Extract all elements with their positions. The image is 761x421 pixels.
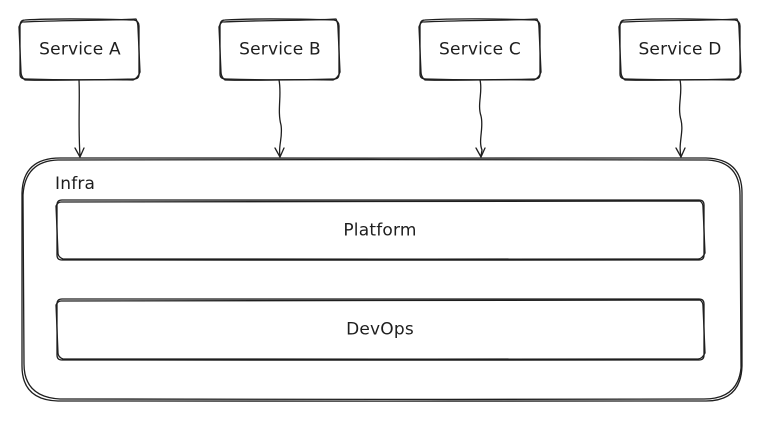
service-box-d (618, 18, 742, 81)
arrow-d-to-infra (675, 79, 686, 158)
service-d-label: Service D (638, 39, 722, 60)
platform-label: Platform (343, 220, 417, 241)
service-c-label: Service C (439, 39, 521, 60)
infra-container (21, 157, 743, 402)
service-box-b (218, 18, 341, 81)
service-a-label: Service A (39, 39, 121, 60)
arrow-c-to-infra (475, 79, 486, 158)
service-b-label: Service B (239, 39, 321, 60)
arrow-b-to-infra (274, 79, 285, 158)
platform-layer-box (55, 199, 706, 261)
devops-layer-box (55, 298, 706, 361)
service-box-a (18, 18, 141, 81)
arrow-a-to-infra (74, 79, 85, 158)
infra-label: Infra (55, 174, 96, 194)
service-box-c (418, 18, 542, 81)
devops-label: DevOps (346, 319, 414, 340)
